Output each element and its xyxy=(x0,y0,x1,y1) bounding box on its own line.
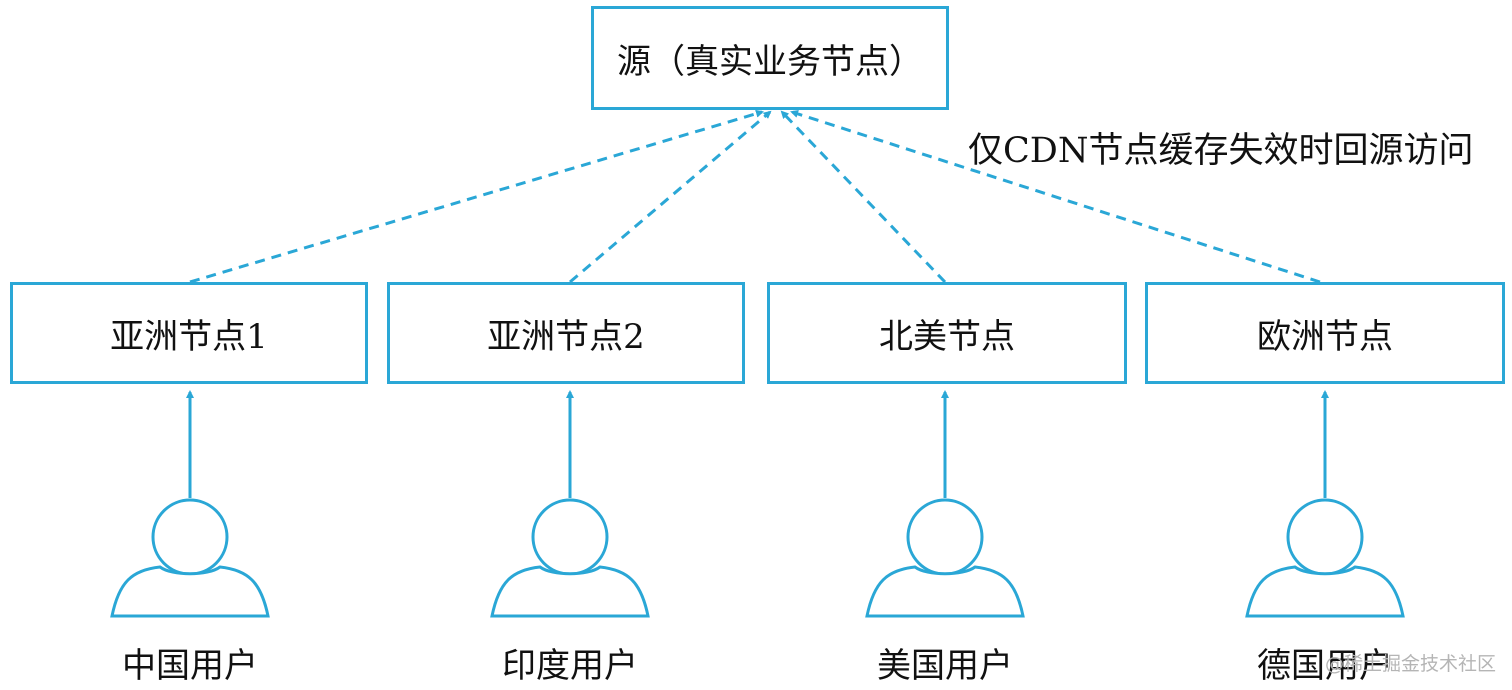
origin-fetch-line-4 xyxy=(790,110,1321,284)
origin-fetch-line-3 xyxy=(780,110,947,284)
user-icon xyxy=(1245,498,1405,618)
user-label-india: 印度用户 xyxy=(502,646,638,686)
edge-node-north-america: 北美节点 xyxy=(767,282,1127,384)
user-label-usa: 美国用户 xyxy=(877,646,1013,686)
origin-fetch-line-2 xyxy=(569,110,772,284)
edge-node-asia-1: 亚洲节点1 xyxy=(10,282,368,384)
user-icon xyxy=(490,498,650,618)
origin-fetch-annotation: 仅CDN节点缓存失效时回源访问 xyxy=(968,131,1474,171)
origin-node-label: 源（真实业务节点） xyxy=(617,41,923,82)
watermark: @稀土掘金技术社区 xyxy=(1324,653,1496,675)
edge-node-label: 北美节点 xyxy=(879,316,1015,357)
edge-node-label: 欧洲节点 xyxy=(1257,316,1393,357)
edge-node-label: 亚洲节点1 xyxy=(110,316,268,357)
origin-fetch-line-1 xyxy=(189,109,764,284)
user-icon xyxy=(865,498,1025,618)
user-label-germany: 德国用户 xyxy=(1257,646,1393,686)
edge-node-label: 亚洲节点2 xyxy=(487,316,645,357)
edge-node-europe: 欧洲节点 xyxy=(1145,282,1505,384)
origin-node: 源（真实业务节点） xyxy=(591,6,949,110)
user-icon xyxy=(110,498,270,618)
edge-node-asia-2: 亚洲节点2 xyxy=(387,282,745,384)
user-label-china: 中国用户 xyxy=(122,646,258,686)
